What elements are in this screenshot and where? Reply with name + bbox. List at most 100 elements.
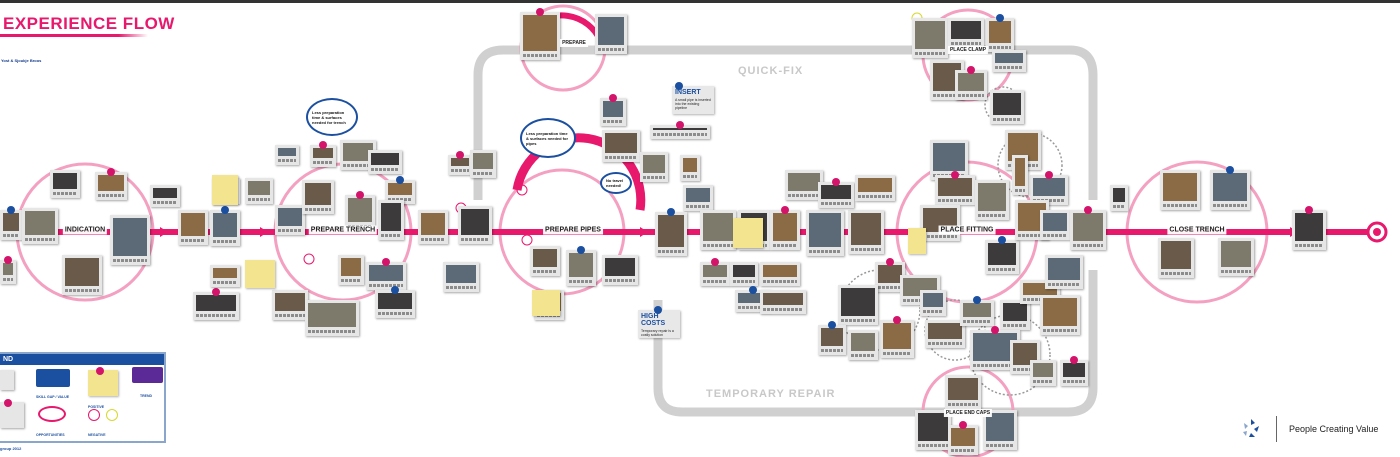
stage-prepare-pipes: PREPARE PIPES <box>543 225 603 235</box>
caption-lines <box>978 214 1006 217</box>
pin-icon <box>1045 171 1053 179</box>
legend-label: SKILL GAP / VALUE <box>36 395 70 399</box>
caption-lines <box>313 161 333 164</box>
stage-prepare: PREPARE <box>560 39 588 47</box>
opportunity-bubble: No travel needed! <box>600 172 632 194</box>
photo <box>841 288 875 316</box>
photo-card <box>178 210 208 245</box>
top-border <box>0 0 1400 3</box>
photo-card <box>1012 155 1028 195</box>
photo <box>763 293 803 305</box>
photo <box>1015 158 1025 186</box>
photo <box>1063 363 1085 377</box>
legend-label: NEGATIVE <box>88 433 106 437</box>
caption-lines <box>196 314 236 317</box>
photo <box>153 188 177 198</box>
photo <box>569 253 593 277</box>
photo <box>989 21 1011 43</box>
photo <box>3 213 19 231</box>
photo-card <box>418 210 448 244</box>
photo <box>523 15 557 51</box>
stage-close-trench: CLOSE TRENCH <box>1167 225 1227 235</box>
photo-card <box>1070 206 1106 250</box>
photo <box>248 181 270 195</box>
photo-card <box>458 206 492 244</box>
photo <box>851 213 881 245</box>
photo-card <box>960 296 994 326</box>
caption-lines <box>308 330 356 333</box>
caption-lines <box>1043 329 1077 332</box>
caption-lines <box>958 94 984 97</box>
caption-lines <box>995 66 1023 69</box>
page-title: EXPERIENCE FLOW <box>3 14 175 33</box>
photo-card <box>975 180 1009 220</box>
photo-card <box>1210 166 1250 210</box>
caption-lines <box>989 46 1011 49</box>
opportunity-bubble: Less preparation time & surfaces needed … <box>520 118 576 158</box>
photo <box>653 128 707 130</box>
pin-icon <box>991 326 999 334</box>
photo <box>605 133 637 153</box>
caption-lines <box>305 208 331 211</box>
photo-card <box>595 14 627 54</box>
photo <box>213 213 237 237</box>
prepare-pipes-arc <box>512 133 646 211</box>
photo-card <box>50 170 80 198</box>
callout-text: Temporary repair is a costly solution <box>641 329 674 337</box>
photo <box>809 213 841 247</box>
caption-lines <box>605 156 637 159</box>
photo <box>98 175 124 191</box>
sticky-note <box>245 260 275 288</box>
stage-place-end-caps: PLACE END CAPS <box>943 409 993 417</box>
photo <box>1003 303 1027 321</box>
photo-card <box>1218 238 1254 276</box>
photo <box>369 265 403 281</box>
caption-lines <box>963 320 991 323</box>
pin-icon <box>749 286 757 294</box>
brand-divider <box>1276 416 1277 442</box>
title-underline <box>0 34 148 37</box>
pin-icon <box>1226 166 1234 174</box>
photo-card <box>990 90 1024 124</box>
photo <box>348 198 372 222</box>
pin-icon <box>1305 206 1313 214</box>
photo <box>1048 258 1080 280</box>
photo <box>703 213 733 241</box>
photo-card <box>302 180 334 214</box>
photo-card <box>683 185 713 211</box>
caption-lines <box>809 250 841 253</box>
photo-card <box>920 205 960 241</box>
photo-card <box>62 255 102 295</box>
legend-label: POSITIVE <box>88 405 105 409</box>
caption-lines <box>278 229 302 232</box>
caption-lines <box>993 118 1021 121</box>
caption-lines <box>821 202 851 205</box>
photo-card <box>245 178 273 204</box>
pin-icon <box>996 14 1004 22</box>
photo-card <box>150 185 180 207</box>
photo <box>918 413 948 441</box>
caption-lines <box>948 403 978 406</box>
caption-lines <box>533 270 557 273</box>
photo <box>986 413 1014 441</box>
photo-card <box>602 255 638 285</box>
caption-lines <box>275 314 305 317</box>
photo-card <box>1000 300 1030 330</box>
pin-icon <box>781 206 789 214</box>
caption-lines <box>451 169 469 172</box>
pin-icon <box>1070 356 1078 364</box>
photo <box>1073 213 1103 241</box>
caption-lines <box>278 159 296 162</box>
photo-card <box>912 18 948 58</box>
photo-card <box>366 258 406 290</box>
photo-card <box>470 150 496 178</box>
caption-lines <box>388 198 412 201</box>
caption-lines <box>343 164 373 167</box>
photo <box>933 143 965 171</box>
photo-card <box>986 14 1014 52</box>
caption-lines <box>523 54 557 57</box>
pin-icon <box>391 286 399 294</box>
photo-card <box>272 290 308 320</box>
caption-lines <box>3 278 13 281</box>
photo <box>1043 298 1077 326</box>
